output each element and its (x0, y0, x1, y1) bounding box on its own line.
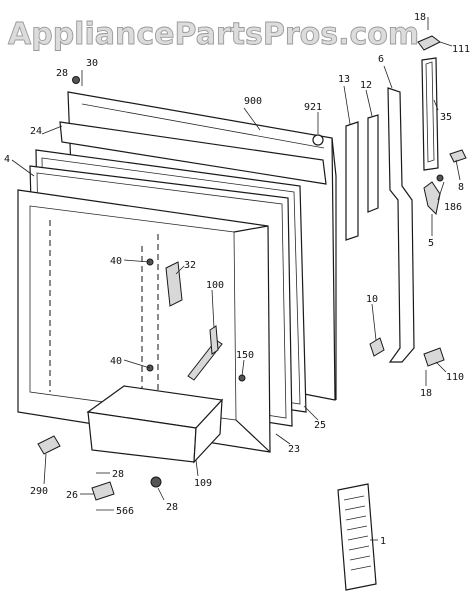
callout-186: 186 (444, 202, 462, 213)
callout-40-upper: 40 (110, 256, 122, 267)
watermark-text: AppliancePartsPros.com (8, 17, 419, 52)
callout-23: 23 (288, 444, 300, 455)
callout-28-bottom: 28 (166, 502, 178, 513)
door-liner (17, 189, 271, 453)
trim-13 (345, 121, 359, 241)
callout-28-top: 28 (56, 68, 68, 79)
cap-10-part (369, 337, 385, 357)
callout-290: 290 (30, 486, 48, 497)
callout-1: 1 (380, 536, 386, 547)
callout-900: 900 (244, 96, 262, 107)
callout-26: 26 (66, 490, 78, 501)
cap-290-part (37, 435, 61, 455)
callout-109: 109 (194, 478, 212, 489)
hinge-110-part (423, 347, 445, 367)
callout-566: 566 (116, 506, 134, 517)
shelf-retainer (165, 261, 183, 307)
callout-111: 111 (452, 44, 470, 55)
callout-12: 12 (360, 80, 372, 91)
callout-30: 30 (86, 58, 98, 69)
cap-111-part (417, 35, 441, 51)
callout-35: 35 (440, 112, 452, 123)
hinge-26-part (91, 481, 115, 501)
trim-35 (421, 57, 439, 171)
callout-110: 110 (446, 372, 464, 383)
callout-13: 13 (338, 74, 350, 85)
instruction-card (337, 483, 377, 591)
callout-18-top: 18 (414, 12, 426, 23)
cover-8-part (449, 149, 467, 163)
callout-6: 6 (378, 54, 384, 65)
callout-921: 921 (304, 102, 322, 113)
callout-labels: 18 111 28 30 900 921 13 12 6 35 24 4 8 1… (4, 12, 470, 547)
callout-28-mid: 28 (112, 469, 124, 480)
door-shelf-bar (187, 325, 223, 381)
callout-24: 24 (30, 126, 42, 137)
leader-lines (11, 17, 461, 541)
hinge-5-part (423, 181, 441, 216)
door-bin (86, 385, 224, 464)
callout-25: 25 (314, 420, 326, 431)
small-parts-right (369, 35, 467, 367)
callout-32: 32 (184, 260, 196, 271)
handle-6 (387, 87, 415, 363)
door-gasket (59, 121, 327, 185)
callout-40-lower: 40 (110, 356, 122, 367)
callout-4: 4 (4, 154, 10, 165)
callout-8: 8 (458, 182, 464, 193)
callout-150: 150 (236, 350, 254, 361)
callout-5: 5 (428, 238, 434, 249)
callout-10: 10 (366, 294, 378, 305)
plug-28-part (150, 476, 162, 488)
callout-100: 100 (206, 280, 224, 291)
callout-18-bottom: 18 (420, 388, 432, 399)
trim-12 (367, 114, 379, 213)
plug-921-part (312, 134, 324, 146)
small-parts-bottom (37, 435, 162, 501)
